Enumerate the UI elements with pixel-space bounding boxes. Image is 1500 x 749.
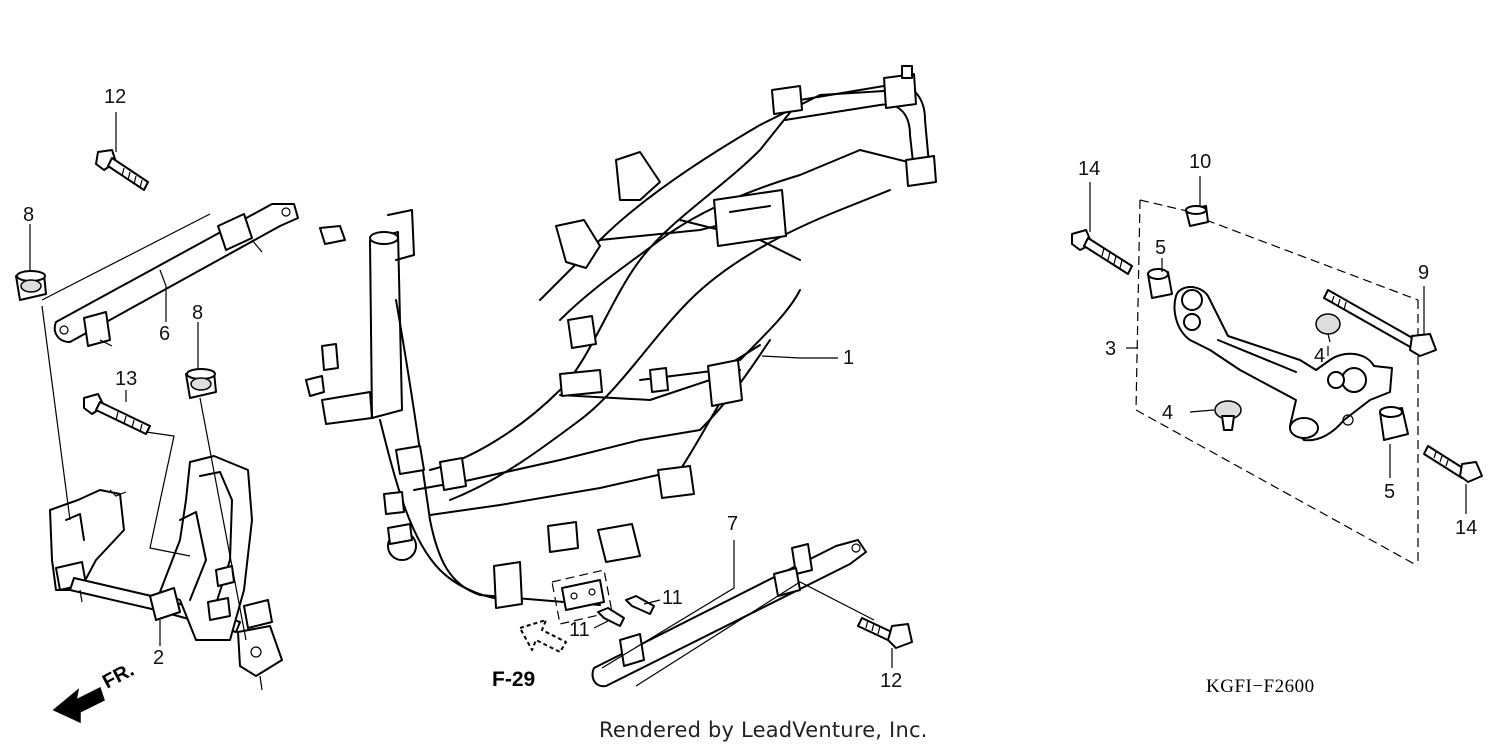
callout-1[interactable]: 1 bbox=[843, 347, 855, 369]
bolt-11-a[interactable] bbox=[625, 595, 655, 615]
bolt-14-upper[interactable] bbox=[1071, 229, 1133, 275]
callout-14-upper[interactable]: 14 bbox=[1078, 158, 1101, 180]
rubber-mount-8-left[interactable] bbox=[15, 270, 47, 301]
callout-4-lower[interactable]: 4 bbox=[1162, 402, 1174, 424]
callout-3[interactable]: 3 bbox=[1105, 338, 1117, 360]
bolt-9[interactable] bbox=[1323, 289, 1437, 357]
section-reference-f29[interactable]: F-29 bbox=[492, 668, 536, 691]
callout-5-upper[interactable]: 5 bbox=[1155, 237, 1167, 259]
callout-2[interactable]: 2 bbox=[153, 647, 165, 669]
credit-line: Rendered by LeadVenture, Inc. bbox=[599, 718, 928, 742]
callout-10[interactable]: 10 bbox=[1189, 151, 1212, 173]
bushing-10[interactable] bbox=[1185, 205, 1209, 227]
collar-5-upper[interactable] bbox=[1147, 268, 1173, 299]
callout-11-right[interactable]: 11 bbox=[662, 587, 683, 609]
callout-12-lower[interactable]: 12 bbox=[880, 670, 903, 692]
rubber-stop-4-upper[interactable] bbox=[1315, 313, 1341, 343]
callout-6[interactable]: 6 bbox=[159, 323, 171, 345]
collar-5-lower[interactable] bbox=[1379, 406, 1409, 441]
engine-hanger-link[interactable] bbox=[1135, 199, 1419, 567]
bolt-13[interactable] bbox=[83, 393, 151, 435]
reference-arrow bbox=[519, 619, 567, 653]
callout-8-right[interactable]: 8 bbox=[192, 302, 204, 324]
leader-lines bbox=[29, 112, 1467, 687]
callout-12-upper[interactable]: 12 bbox=[104, 86, 127, 108]
callout-4-upper[interactable]: 4 bbox=[1314, 345, 1326, 367]
callout-14-lower[interactable]: 14 bbox=[1455, 517, 1478, 539]
front-arrow-icon bbox=[52, 686, 105, 724]
frame-plate[interactable] bbox=[551, 569, 613, 625]
callout-13[interactable]: 13 bbox=[115, 368, 138, 390]
callout-7[interactable]: 7 bbox=[727, 513, 739, 535]
callout-5-lower[interactable]: 5 bbox=[1384, 481, 1396, 503]
diagram-code: KGFI−F2600 bbox=[1206, 676, 1315, 697]
bolt-11-b[interactable] bbox=[597, 607, 625, 627]
callout-11-left[interactable]: 11 bbox=[569, 619, 590, 641]
mount-bracket-assembly[interactable] bbox=[49, 455, 283, 691]
rubber-stop-4-lower[interactable] bbox=[1214, 400, 1242, 431]
rubber-mount-8-right[interactable] bbox=[185, 368, 217, 399]
frame-body[interactable] bbox=[305, 65, 937, 609]
lower-bar[interactable] bbox=[591, 539, 867, 688]
bolt-12-lower[interactable] bbox=[857, 617, 913, 649]
bolt-14-lower[interactable] bbox=[1423, 445, 1483, 483]
bolt-12-upper[interactable] bbox=[95, 149, 149, 191]
upper-left-bar[interactable] bbox=[53, 203, 299, 347]
callout-9[interactable]: 9 bbox=[1418, 262, 1430, 284]
callout-8-left[interactable]: 8 bbox=[23, 204, 35, 226]
